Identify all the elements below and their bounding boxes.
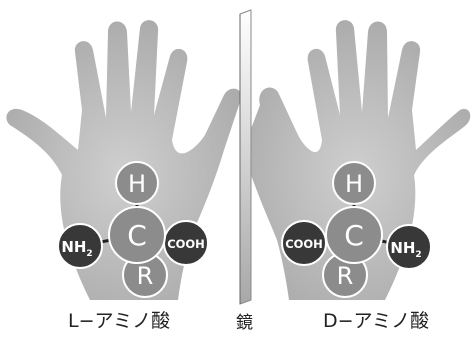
atom-r-label: R bbox=[137, 262, 154, 290]
right-caption: D−アミノ酸 bbox=[323, 306, 429, 333]
atom-h-label: H bbox=[345, 170, 363, 198]
atom-cooh-label: COOH bbox=[167, 237, 205, 251]
mirror-label: 鏡 bbox=[236, 308, 253, 333]
atom-h-label: H bbox=[128, 170, 146, 198]
atom-c-label: C bbox=[344, 219, 364, 252]
atom-nh2-subscript: 2 bbox=[86, 249, 92, 259]
atom-r-label: R bbox=[337, 262, 354, 290]
atom-c-label: C bbox=[127, 219, 147, 252]
atom-cooh-label: COOH bbox=[285, 237, 323, 251]
atom-nh2-main: NH bbox=[390, 239, 415, 257]
mirror bbox=[240, 10, 251, 304]
left-caption: L−アミノ酸 bbox=[68, 306, 170, 333]
atom-nh2-main: NH bbox=[61, 238, 86, 256]
atom-nh2-subscript: 2 bbox=[415, 250, 421, 260]
